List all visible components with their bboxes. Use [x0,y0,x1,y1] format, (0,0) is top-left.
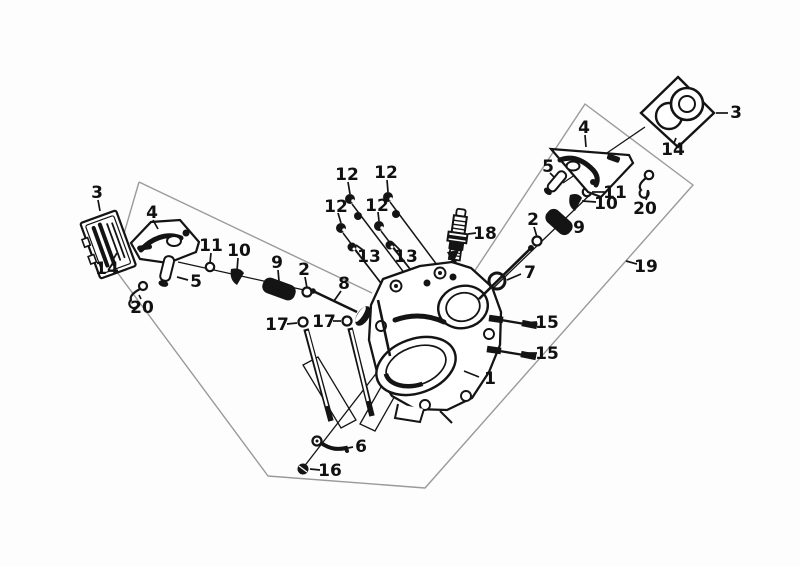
leader-line-14 [111,252,118,262]
leader-line-6 [347,446,354,449]
leader-line-19 [625,260,638,265]
part-label-17: 17 [312,312,336,332]
rocker-assembly-left [129,218,201,265]
leader-line-5 [549,172,556,179]
part-label-13: 13 [394,247,418,267]
leader-line-5 [176,276,189,281]
part-label-2: 2 [298,260,310,280]
leader-line-18 [467,232,477,235]
leader-line-4 [584,134,587,148]
part-label-11: 11 [199,236,223,256]
leader-line-9 [277,269,280,282]
part-label-12: 12 [324,197,348,217]
leader-line-12 [337,212,342,224]
part-label-20: 20 [130,298,154,318]
leader-line-2 [533,226,538,238]
part-label-17: 17 [265,315,289,335]
part-label-8: 8 [338,274,350,294]
leader-line-17 [286,322,298,325]
part-label-10: 10 [594,194,618,214]
seal-left [301,286,313,298]
part-label-9: 9 [271,253,283,273]
retainer-left [230,268,244,285]
part-label-1: 1 [484,369,496,389]
part-label-16: 16 [318,461,342,481]
spring-seat-left [204,261,216,273]
leader-line-2 [304,276,308,289]
o-ring-7 [487,271,507,291]
leader-line-3 [97,199,101,212]
dowel-pin-left [158,255,176,287]
stud-15-b [486,345,537,361]
part-label-3: 3 [91,183,103,203]
spark-plug [446,207,469,265]
stud-17-b [341,315,375,417]
valve-left [310,288,371,326]
leader-line-13 [355,244,364,251]
part-label-10: 10 [227,241,251,261]
part-label-14: 14 [95,259,119,279]
part-label-15: 15 [535,344,559,364]
part-label-9: 9 [573,218,585,238]
part-label-5: 5 [190,272,202,292]
rocker-assembly-right [548,147,635,199]
dowel-pin-right [543,170,568,196]
spring-left [262,277,296,301]
part-label-13: 13 [357,247,381,267]
retainer-right [569,194,582,211]
leader-line-14 [673,137,677,144]
clip-right [638,169,655,199]
stud-17-a [297,316,334,422]
part-label-14: 14 [661,140,685,160]
leader-line-12 [386,179,389,193]
cylinder-head [367,250,503,424]
leader-line-1 [463,370,480,378]
bolt-16 [297,463,309,475]
seal-right [531,235,543,247]
leader-line-9 [563,222,572,227]
part-label-5: 5 [542,157,554,177]
gasket-plate-left [79,209,137,280]
part-label-6: 6 [355,437,367,457]
leader-line-16 [309,468,321,471]
leader-line-15 [523,321,538,324]
part-label-12: 12 [365,196,389,216]
part-label-12: 12 [335,165,359,185]
part-label-20: 20 [633,199,657,219]
part-label-18: 18 [473,224,497,244]
spring-right [545,208,573,236]
leader-line-13 [392,242,401,251]
leader-line-7 [506,273,522,281]
valve-right [478,245,534,300]
part-label-12: 12 [374,163,398,183]
leader-line-20 [138,294,142,300]
leader-line-20 [645,193,649,201]
leader-line-10 [236,257,239,272]
bracket-6 [311,435,349,453]
part-label-4: 4 [146,203,158,223]
part-label-4: 4 [578,118,590,138]
part-label-15: 15 [535,313,559,333]
leader-line-12 [347,181,351,195]
adjuster-cluster [336,192,400,252]
part-label-3: 3 [730,103,742,123]
part-label-2: 2 [527,210,539,230]
leader-line-8 [333,290,342,302]
part-label-19: 19 [634,257,658,277]
leader-line-4 [152,219,159,230]
valve-train-left [204,261,371,326]
part-label-7: 7 [524,263,536,283]
clip-left [128,280,149,310]
cap-box [639,75,716,149]
leader-line-10 [581,200,597,203]
leader-line-11 [209,252,212,264]
leader-line-12 [377,211,380,222]
part-label-11: 11 [603,183,627,203]
